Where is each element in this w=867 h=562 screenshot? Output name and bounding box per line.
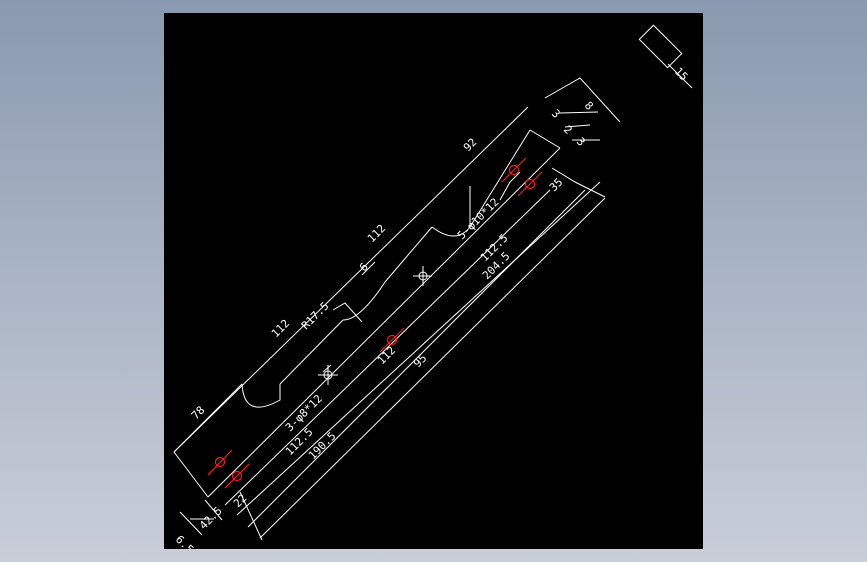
dim-92: 92 [461,136,480,155]
dim-15: 15 [672,65,691,84]
leader-3phi [322,364,332,373]
notch-middle [342,281,386,321]
part-thickness-view [638,24,683,69]
notch-lower [241,383,281,408]
part-edge-top [173,129,531,453]
leader-notch-top [361,261,376,276]
dim-112-top: 112 [365,222,388,245]
red-hole-markers [207,157,543,489]
dim-line-112-5 [224,189,551,506]
leader-5phi [499,171,521,201]
dim-3-b: 3 [574,135,588,149]
dim-112-bot: 112 [375,344,398,367]
dim-8: 8 [582,99,596,113]
cad-drawing-svg: 92 112 112 78 R17.5 5-φ10*12 3-φ8*12 112… [173,24,693,549]
dim-78: 78 [189,404,208,423]
hole-center-marks [318,266,432,385]
part-end-left [173,451,209,498]
dim-line-15 [667,63,693,89]
dim-line-upper [173,106,529,453]
dim-6-5: 6.5 [173,533,196,549]
dim-r175: R17.5 [299,300,332,333]
dim-ext-upper-right [544,77,621,198]
dim-35: 35 [547,176,566,195]
dim-ext-lower-left [179,491,263,541]
leader-r175 [332,302,363,323]
part-edge-bottom [207,147,561,498]
dim-95: 95 [411,352,430,371]
dim-5phi: 5-φ10*12 [455,195,502,242]
dim-3-a: 3 [549,107,563,121]
dim-line-204-5 [236,181,601,516]
dim-line-190-5 [247,189,586,528]
dim-line-outer [259,197,606,539]
dim-112-mid: 112 [269,317,292,340]
dim-2: 2 [561,123,575,137]
part-end-right [529,129,561,149]
cad-drawing-canvas[interactable]: 92 112 112 78 R17.5 5-φ10*12 3-φ8*12 112… [164,13,703,549]
notch-upper [431,186,471,237]
